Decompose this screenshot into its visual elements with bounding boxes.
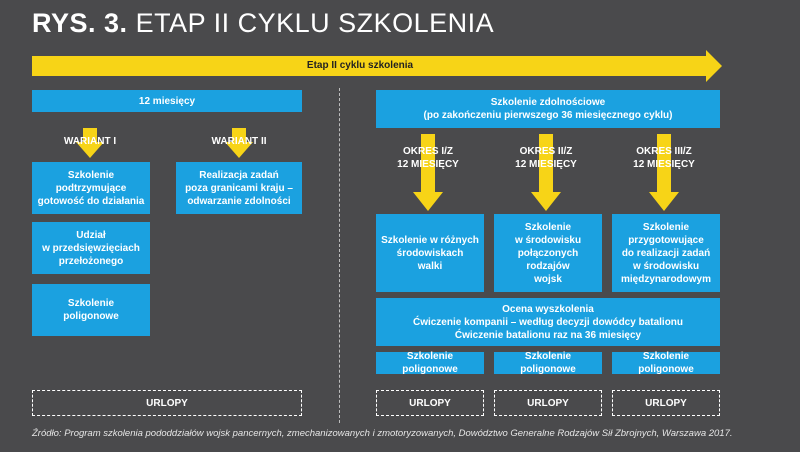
box-foreign-tasks: Realizacja zadań poza granicami kraju – … — [176, 162, 302, 214]
period2-label: OKRES II/Z 12 MIESIĘCY — [515, 146, 577, 170]
box-range-training-3: Szkolenie poligonowe — [612, 351, 720, 375]
box-range-training-1: Szkolenie poligonowe — [376, 351, 484, 375]
variant2-arrow-icon — [225, 128, 253, 158]
box-joint-forces: Szkolenie w środowisku połączonych rodza… — [494, 214, 602, 292]
box-superior-events: Udział w przedsięwzięciach przełożonego — [32, 222, 150, 274]
figure-title-text: ETAP II CYKLU SZKOLENIA — [135, 8, 495, 38]
leave-right-1: URLOPY — [376, 390, 484, 416]
leave-right-2: URLOPY — [494, 390, 602, 416]
box-various-environments: Szkolenie w różnych środowiskach walki — [376, 214, 484, 292]
left-header-12-months: 12 miesięcy — [32, 90, 302, 112]
box-assessment: Ocena wyszkolenia Ćwiczenie kompanii – w… — [376, 298, 720, 346]
period1-arrow-icon — [413, 134, 443, 211]
box-range-training-2: Szkolenie poligonowe — [494, 351, 602, 375]
leave-right-3: URLOPY — [612, 390, 720, 416]
leave-left: URLOPY — [32, 390, 302, 416]
figure-number: RYS. 3. — [32, 8, 128, 38]
timeline-arrow-shape — [32, 50, 722, 82]
period2-arrow-icon — [531, 134, 561, 211]
figure-title: RYS. 3. ETAP II CYKLU SZKOLENIA — [32, 8, 494, 39]
source-note: Źródło: Program szkolenia pododdziałów w… — [32, 428, 733, 439]
section-divider — [339, 88, 340, 423]
box-support-readiness: Szkolenie podtrzymujące gotowość do dzia… — [32, 162, 150, 214]
variant1-label: WARIANT I — [63, 136, 117, 147]
variant2-label: WARIANT II — [211, 136, 267, 147]
box-range-training-left: Szkolenie poligonowe — [32, 284, 150, 336]
timeline-label: Etap II cyklu szkolenia — [306, 60, 414, 71]
box-international: Szkolenie przygotowujące do realizacji z… — [612, 214, 720, 292]
period1-label: OKRES I/Z 12 MIESIĘCY — [397, 146, 459, 170]
period3-label: OKRES III/Z 12 MIESIĘCY — [633, 146, 695, 170]
right-header-capability-training: Szkolenie zdolnościowe (po zakończeniu p… — [376, 90, 720, 128]
variant1-arrow-icon — [76, 128, 104, 158]
period3-arrow-icon — [649, 134, 679, 211]
